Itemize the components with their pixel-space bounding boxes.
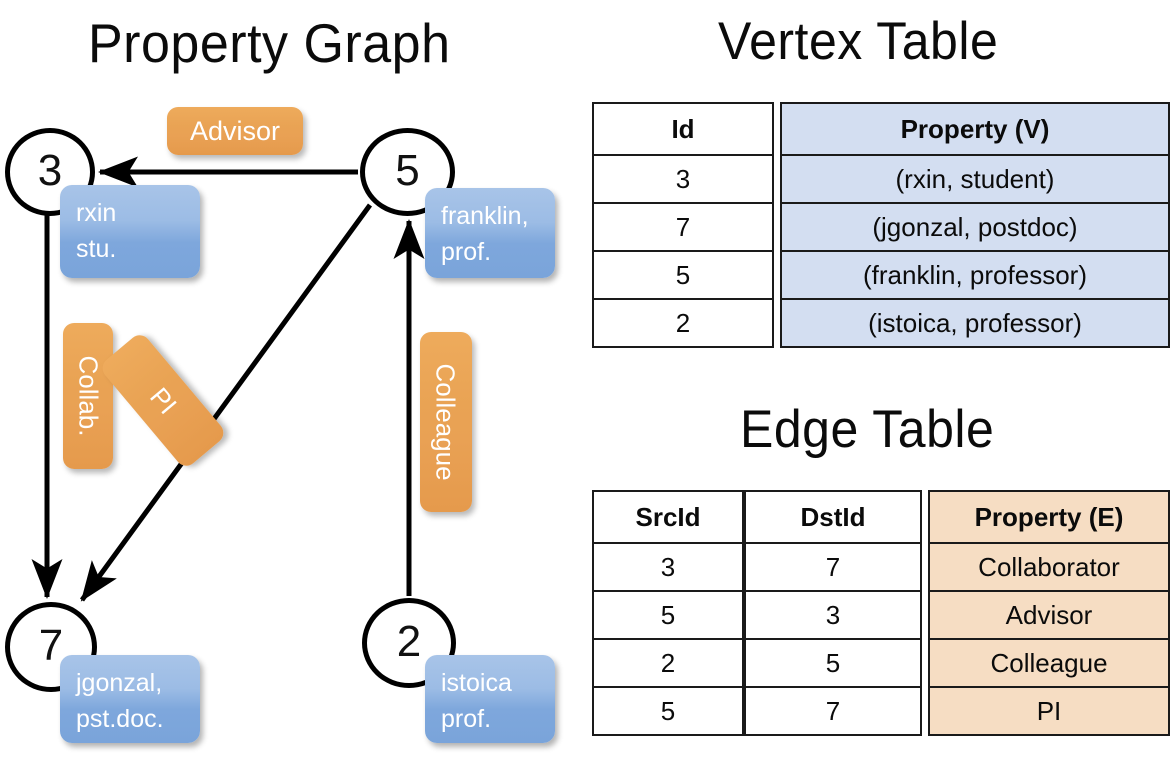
node-property-2-line1: istoica	[441, 669, 512, 697]
table-row: 7	[744, 542, 922, 592]
edge-cell-property: Advisor	[928, 590, 1170, 640]
vertex-cell-property: (istoica, professor)	[780, 298, 1170, 348]
node-property-3-line1: rxin	[76, 199, 117, 227]
table-row: 3	[744, 590, 922, 640]
page-title-property-graph: Property Graph	[88, 13, 451, 75]
node-property-7-line1: jgonzal,	[76, 669, 163, 697]
edge-table: SrcId 3 5 2 5 DstId 7 3 5 7	[592, 490, 1170, 736]
graph-node-5-label: 5	[395, 146, 420, 195]
table-row: 7	[744, 686, 922, 736]
edge-cell-dstid: 7	[744, 542, 922, 592]
vertex-cell-id: 7	[592, 202, 774, 252]
vertex-cell-id: 3	[592, 154, 774, 204]
edge-cell-property: Collaborator	[928, 542, 1170, 592]
vertex-header-property: Property (V)	[780, 102, 1170, 156]
table-row: PI	[928, 686, 1170, 736]
node-property-3-line2: stu.	[76, 234, 117, 263]
node-property-box-7: jgonzal, pst.doc.	[60, 655, 200, 743]
graph-node-7-label: 7	[38, 621, 64, 670]
edge-label-collab: Collab.	[73, 355, 103, 437]
table-header-row: Id	[592, 102, 774, 156]
edge-label-pi: PI	[143, 381, 183, 420]
graph-node-2-label: 2	[396, 617, 422, 666]
edge-table-srcid-column: SrcId 3 5 2 5	[592, 490, 744, 736]
vertex-table-id-column: Id 3 7 5 2	[592, 102, 774, 348]
edge-table-dstid-column: DstId 7 3 5 7	[744, 490, 922, 736]
edge-header-srcid: SrcId	[592, 490, 744, 544]
edge-label-box-collab: Collab.	[63, 323, 113, 469]
node-property-box-2: istoica prof.	[425, 655, 555, 743]
table-row: (franklin, professor)	[780, 250, 1170, 300]
edge-cell-property: PI	[928, 686, 1170, 736]
vertex-table-property-column: Property (V) (rxin, student) (jgonzal, p…	[780, 102, 1170, 348]
vertex-cell-id: 5	[592, 250, 774, 300]
table-row: (jgonzal, postdoc)	[780, 202, 1170, 252]
table-row: 7	[592, 202, 774, 252]
graph-node-2[interactable]: 2	[362, 598, 456, 688]
node-property-box-5: franklin, prof.	[425, 188, 555, 278]
vertex-cell-id: 2	[592, 298, 774, 348]
edge-cell-dstid: 3	[744, 590, 922, 640]
edge-label-colleague: Colleague	[431, 363, 461, 481]
table-row: Advisor	[928, 590, 1170, 640]
graph-node-3-label: 3	[37, 146, 63, 195]
vertex-cell-property: (jgonzal, postdoc)	[780, 202, 1170, 252]
vertex-header-id: Id	[592, 102, 774, 156]
vertex-cell-property: (franklin, professor)	[780, 250, 1170, 300]
node-property-box-3: rxin stu.	[60, 185, 200, 278]
table-row: 5	[744, 638, 922, 688]
table-row: 5	[592, 590, 744, 640]
table-header-row: Property (V)	[780, 102, 1170, 156]
page-title-vertex-table: Vertex Table	[718, 11, 999, 71]
table-row: 3	[592, 154, 774, 204]
node-property-5-line2: prof.	[441, 237, 492, 266]
edge-cell-srcid: 5	[592, 590, 744, 640]
vertex-table: Id 3 7 5 2 Property (V) (rxin, student) …	[592, 102, 1170, 348]
node-property-5-line1: franklin,	[441, 202, 529, 230]
table-row: 2	[592, 298, 774, 348]
table-row: 5	[592, 686, 744, 736]
table-header-row: SrcId	[592, 490, 744, 544]
edge-cell-srcid: 2	[592, 638, 744, 688]
node-property-2-line2: prof.	[441, 704, 492, 733]
table-row: 3	[592, 542, 744, 592]
property-graph-diagram: 3 5 7 2 rxin stu. franklin, prof. jgonza…	[5, 107, 555, 743]
edge-cell-srcid: 3	[592, 542, 744, 592]
edge-cell-srcid: 5	[592, 686, 744, 736]
edge-label-box-advisor: Advisor	[167, 107, 303, 155]
edge-label-advisor: Advisor	[189, 115, 281, 146]
graph-edge-lines	[31, 156, 425, 602]
table-row: (rxin, student)	[780, 154, 1170, 204]
graph-node-5[interactable]: 5	[360, 128, 455, 216]
table-header-row: Property (E)	[928, 490, 1170, 544]
table-row: 5	[592, 250, 774, 300]
page-title-edge-table: Edge Table	[740, 399, 995, 459]
edge-cell-property: Colleague	[928, 638, 1170, 688]
edge-table-property-column: Property (E) Collaborator Advisor Collea…	[928, 490, 1170, 736]
table-row: (istoica, professor)	[780, 298, 1170, 348]
table-row: Colleague	[928, 638, 1170, 688]
edge-label-box-colleague: Colleague	[420, 332, 472, 512]
node-property-7-line2: pst.doc.	[76, 704, 164, 733]
table-header-row: DstId	[744, 490, 922, 544]
table-row: 2	[592, 638, 744, 688]
table-row: Collaborator	[928, 542, 1170, 592]
vertex-cell-property: (rxin, student)	[780, 154, 1170, 204]
edge-header-property: Property (E)	[928, 490, 1170, 544]
edge-cell-dstid: 7	[744, 686, 922, 736]
edge-5-to-7	[79, 203, 373, 602]
edge-cell-dstid: 5	[744, 638, 922, 688]
edge-header-dstid: DstId	[744, 490, 922, 544]
